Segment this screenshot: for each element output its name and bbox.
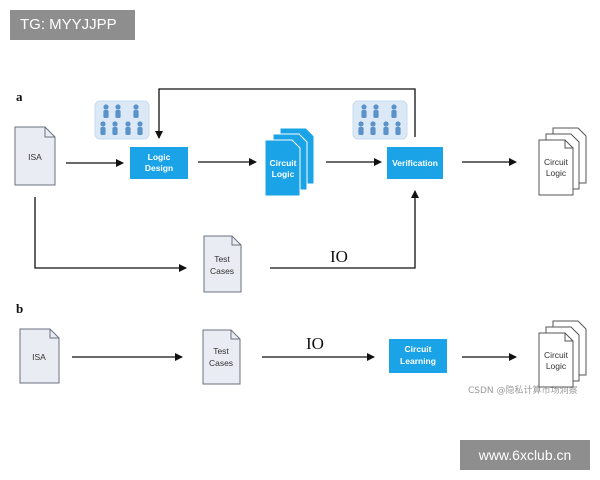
panel-a-label: a — [16, 89, 23, 104]
circuit-learning-line1: Circuit — [405, 344, 432, 354]
output-circuit-logic-a: Circuit Logic — [538, 127, 587, 196]
arrow-testcases-to-verification — [270, 190, 419, 269]
circuit-learning-line2: Learning — [400, 356, 436, 366]
output-b-line1: Circuit — [544, 350, 569, 360]
test-cases-a-line1: Test — [214, 254, 230, 264]
output-a-line1: Circuit — [544, 157, 569, 167]
logic-design-line1: Logic — [148, 152, 171, 162]
circuit-learning-box: Circuit Learning — [389, 339, 447, 373]
csdn-watermark: CSDN @隐私计算市场洞察 — [468, 386, 578, 396]
isa-doc-b: ISA — [19, 328, 60, 384]
isa-doc-a: ISA — [14, 126, 56, 186]
isa-label-b: ISA — [32, 352, 46, 362]
output-b-line2: Logic — [546, 361, 567, 371]
watermark-bottom-right: www.6xclub.cn — [460, 440, 590, 470]
logic-design-line2: Design — [145, 163, 173, 173]
circuit-logic-line1: Circuit — [270, 158, 297, 168]
io-label-a: IO — [330, 247, 348, 266]
arrow-isa-to-testcases — [34, 197, 187, 272]
isa-label-a: ISA — [28, 152, 42, 162]
io-label-b: IO — [306, 334, 324, 353]
circuit-logic-line2: Logic — [272, 169, 295, 179]
circuit-logic-stack: Circuit Logic — [264, 127, 315, 197]
arrow-feedback-loop — [155, 88, 416, 139]
test-cases-doc-a: Test Cases — [203, 235, 242, 293]
logic-design-box: Logic Design — [130, 147, 188, 179]
test-cases-doc-b: Test Cases — [202, 329, 241, 385]
engineers-icon-1 — [94, 100, 150, 140]
panel-b-label: b — [16, 301, 23, 316]
output-a-line2: Logic — [546, 168, 567, 178]
output-circuit-logic-b: Circuit Logic — [538, 320, 587, 388]
test-cases-a-line2: Cases — [210, 266, 234, 276]
test-cases-b-line1: Test — [213, 346, 229, 356]
test-cases-b-line2: Cases — [209, 358, 233, 368]
watermark-top-left: TG: MYYJJPP — [10, 10, 135, 40]
verification-box: Verification — [387, 147, 443, 179]
engineers-icon-2 — [352, 100, 408, 140]
verification-label: Verification — [392, 158, 438, 168]
